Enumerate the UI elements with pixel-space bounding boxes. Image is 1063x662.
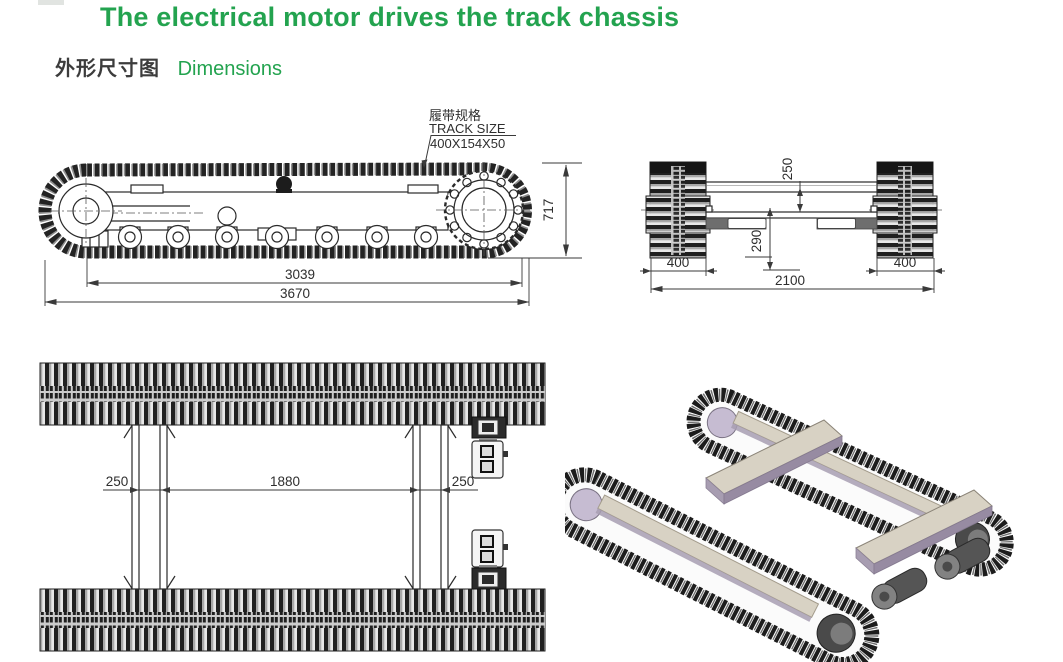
dim-row-top-view: 250 1880 250 [103, 474, 478, 493]
dim-250-top-left-text: 250 [106, 474, 129, 489]
top-view-drawing: 250 1880 250 [39, 362, 546, 652]
front-left-track [645, 161, 711, 259]
iso-cross-beam-left [705, 419, 843, 505]
side-idler-wheel [50, 178, 122, 246]
dim-250-top-right-text: 250 [452, 474, 475, 489]
top-view-upper-track [39, 362, 546, 426]
track-size-label-zh: 履带规格 [429, 108, 481, 123]
section-subtitle-zh: 外形尺寸图 [55, 58, 160, 80]
side-sprocket-wheel [436, 162, 532, 258]
track-size-annotation: 履带规格 TRACK SIZE 400X154X50 [421, 108, 516, 168]
dim-400-right-text: 400 [894, 255, 917, 270]
dim-3039: 3039 [86, 256, 523, 287]
page-title: The electrical motor drives the track ch… [100, 2, 680, 32]
dim-1880-text: 1880 [270, 474, 300, 489]
dim-2100-text: 2100 [775, 273, 805, 288]
track-size-label-en: TRACK SIZE [429, 121, 506, 136]
iso-motor-near [871, 567, 928, 610]
dim-400-right: 400 [866, 255, 945, 293]
dim-3670-text: 3670 [280, 286, 310, 301]
dim-3670: 3670 [44, 258, 530, 306]
front-cross-rails [705, 181, 878, 230]
section-subtitle-en: Dimensions [177, 58, 283, 80]
top-view-cross-beams [123, 424, 457, 590]
top-view-upper-motor [471, 416, 508, 479]
dim-2100: 2100 [650, 273, 935, 292]
iso-motor-far [934, 537, 991, 580]
dim-717-text: 717 [541, 199, 556, 222]
dim-250-front: 250 [780, 158, 803, 212]
dim-400-left-text: 400 [667, 255, 690, 270]
front-right-track [872, 161, 938, 259]
dim-3039-text: 3039 [285, 267, 315, 282]
dim-290: 290 [745, 208, 800, 271]
dim-290-text: 290 [749, 230, 764, 253]
front-view-drawing: 250 290 400 400 2100 [640, 158, 945, 293]
side-road-wheels [117, 224, 439, 250]
iso-near-track [565, 467, 880, 662]
dim-400-left: 400 [640, 255, 717, 293]
dim-717: 717 [488, 162, 582, 259]
top-view-lower-track [39, 588, 546, 652]
side-view-drawing: 履带规格 TRACK SIZE 400X154X50 717 3039 3670 [38, 108, 582, 306]
top-view-lower-motor [471, 529, 508, 590]
iso-view-drawing [565, 387, 1014, 662]
iso-cross-beam-right [855, 489, 993, 575]
side-carrier-roller [276, 176, 292, 193]
screenshot-edge-artifact [38, 0, 64, 5]
section-subtitle: 外形尺寸图 Dimensions [55, 52, 282, 81]
track-size-value: 400X154X50 [430, 136, 505, 151]
dim-250-front-text: 250 [780, 158, 795, 181]
